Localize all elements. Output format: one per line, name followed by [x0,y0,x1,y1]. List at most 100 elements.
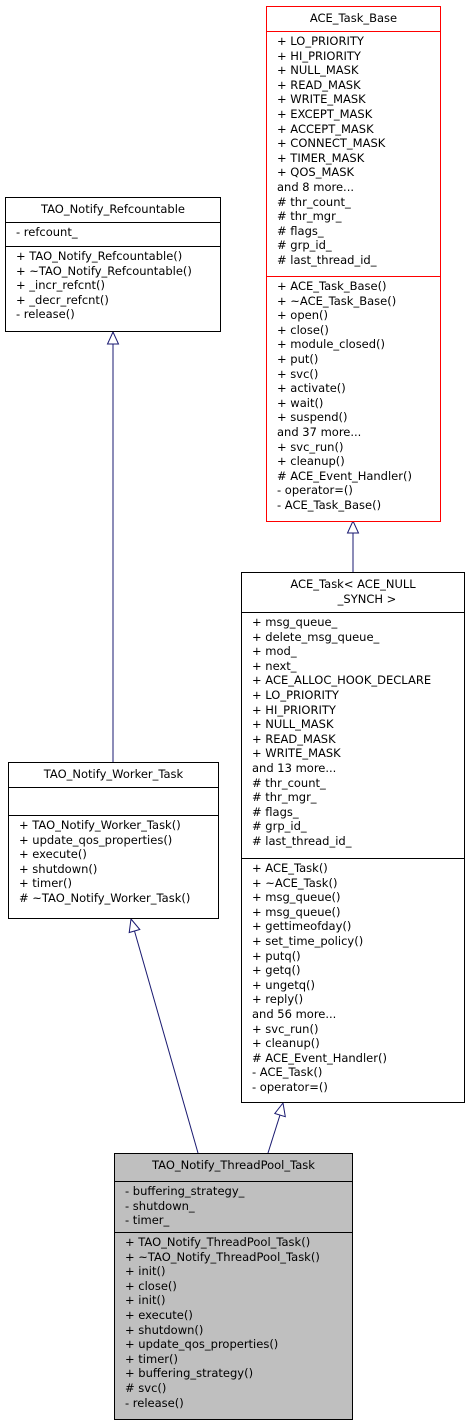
operation-row: + _incr_refcnt() [16,278,106,293]
attribute-row: + WRITE_MASK [277,92,366,107]
attribute-list: - refcount_ [6,222,220,246]
operation-row: + ungetq() [252,977,316,992]
operation-row: + reply() [252,992,304,1007]
attribute-row: + EXCEPT_MASK [277,106,373,121]
edge-threadpool-to-worker [128,917,199,1154]
attribute-row: + ACE_ALLOC_HOOK_DECLARE [252,673,432,688]
attribute-list [9,787,218,815]
operation-row: + TAO_Notify_ThreadPool_Task() [125,1235,311,1249]
operation-row: + cleanup() [252,1036,320,1051]
attribute-row: + HI_PRIORITY [277,48,361,63]
attribute-row: + NULL_MASK [277,63,359,78]
edge-threadpool-to-acetask [267,1101,286,1154]
operation-row: + suspend() [277,410,348,425]
operation-row: - release() [16,307,75,322]
operation-row: + ~TAO_Notify_Refcountable() [16,263,192,278]
operation-row: + ACE_Task_Base() [277,279,387,293]
attribute-row: + delete_msg_queue_ [252,629,380,644]
attribute-row: # grp_id_ [277,238,332,253]
attribute-row: + NULL_MASK [252,717,334,732]
class-title: TAO_Notify_ThreadPool_Task [152,1158,315,1172]
attribute-row: - shutdown_ [125,1198,195,1213]
operation-row: + ~TAO_Notify_ThreadPool_Task() [125,1249,320,1264]
operation-row: + ACE_Task() [252,861,328,875]
attribute-list: - buffering_strategy_- shutdown_- timer_ [115,1181,352,1232]
operation-row: - release() [125,1395,184,1410]
operation-row: and 37 more... [277,424,362,439]
attribute-row: + LO_PRIORITY [252,687,339,702]
operation-row: + execute() [125,1307,193,1322]
operation-row: # ~TAO_Notify_Worker_Task() [19,890,191,905]
operation-row: + close() [125,1278,177,1293]
operation-row: + put() [277,351,319,366]
attribute-row: + ACCEPT_MASK [277,121,374,136]
operation-row: + module_closed() [277,337,386,352]
operation-row: + buffering_strategy() [125,1366,254,1381]
operation-row: + timer() [19,876,72,891]
class-title: TAO_Notify_Worker_Task [43,767,184,781]
attribute-row: and 13 more... [252,760,337,775]
operation-row: + msg_queue() [252,904,341,919]
class-title-line1: ACE_Task< ACE_NULL [290,577,416,591]
class-tao-notify-worker-task[interactable]: TAO_Notify_Worker_Task + TAO_Notify_Work… [8,762,219,919]
operation-row: + TAO_Notify_Worker_Task() [19,818,181,832]
operation-row: + shutdown() [19,861,98,876]
operation-row: + _decr_refcnt() [16,292,109,307]
operation-row: + msg_queue() [252,890,341,905]
operation-row: and 56 more... [252,1006,337,1021]
class-ace-task-base[interactable]: ACE_Task_Base + LO_PRIORITY+ HI_PRIORITY… [266,6,441,522]
operation-row: + cleanup() [277,454,345,469]
operation-row: - ACE_Task() [252,1065,323,1080]
attribute-row: + msg_queue_ [252,615,338,629]
class-title: TAO_Notify_Refcountable [40,202,185,216]
operation-row: - operator=() [277,483,353,498]
operation-row: + getq() [252,963,301,978]
operation-row: + shutdown() [125,1322,204,1337]
operation-list: + ACE_Task_Base()+ ~ACE_Task_Base()+ ope… [267,276,440,513]
operation-row: - ACE_Task_Base() [277,497,382,512]
edge-worker-to-refcountable [106,330,120,762]
class-title-line2: _SYNCH > [337,591,397,606]
operation-list: + TAO_Notify_ThreadPool_Task()+ ~TAO_Not… [115,1232,352,1410]
attribute-row: # thr_count_ [252,775,326,790]
operation-row: + gettimeofday() [252,919,352,934]
attribute-row: + next_ [252,658,297,673]
attribute-row: # last_thread_id_ [277,252,377,267]
operation-list: + ACE_Task()+ ~ACE_Task()+ msg_queue()+ … [242,858,464,1095]
attribute-row: + QOS_MASK [277,165,355,180]
operation-row: # ACE_Event_Handler() [277,468,412,483]
operation-row: + timer() [125,1351,178,1366]
operation-list: + TAO_Notify_Refcountable()+ ~TAO_Notify… [6,246,220,322]
operation-row: + close() [277,322,329,337]
operation-row: + ~ACE_Task() [252,875,338,890]
class-title: ACE_Task< ACE_NULL _SYNCH > [242,573,464,612]
class-ace-task[interactable]: ACE_Task< ACE_NULL _SYNCH > + msg_queue_… [241,572,465,1103]
class-tao-notify-refcountable[interactable]: TAO_Notify_Refcountable - refcount_ + TA… [5,197,221,332]
class-title: ACE_Task_Base [309,11,398,25]
attribute-row: + WRITE_MASK [252,746,341,761]
attribute-row: + HI_PRIORITY [252,702,336,717]
attribute-list: + msg_queue_+ delete_msg_queue_+ mod_+ n… [242,612,464,858]
operation-row: - operator=() [252,1079,328,1094]
attribute-row: # grp_id_ [252,819,307,834]
operation-row: + init() [125,1264,166,1279]
attribute-row: - buffering_strategy_ [125,1184,245,1198]
class-tao-notify-threadpool-task[interactable]: TAO_Notify_ThreadPool_Task - buffering_s… [114,1153,353,1420]
attribute-list: + LO_PRIORITY+ HI_PRIORITY+ NULL_MASK+ R… [267,31,440,276]
edge-acetask-to-taskbase [346,519,360,572]
attribute-row: + READ_MASK [277,77,361,92]
attribute-row: - timer_ [125,1213,170,1228]
operation-row: + update_qos_properties() [125,1337,279,1352]
attribute-row: # thr_mgr_ [252,790,317,805]
operation-row: + open() [277,308,328,323]
operation-row: # svc() [125,1380,167,1395]
attribute-row: + TIMER_MASK [277,150,365,165]
operation-row: + init() [125,1293,166,1308]
attribute-row: # last_thread_id_ [252,833,352,848]
operation-row: + svc() [277,366,319,381]
operation-row: + ~ACE_Task_Base() [277,293,397,308]
operation-row: + execute() [19,847,87,862]
operation-row: + TAO_Notify_Refcountable() [16,249,183,263]
operation-list: + TAO_Notify_Worker_Task()+ update_qos_p… [9,815,218,906]
